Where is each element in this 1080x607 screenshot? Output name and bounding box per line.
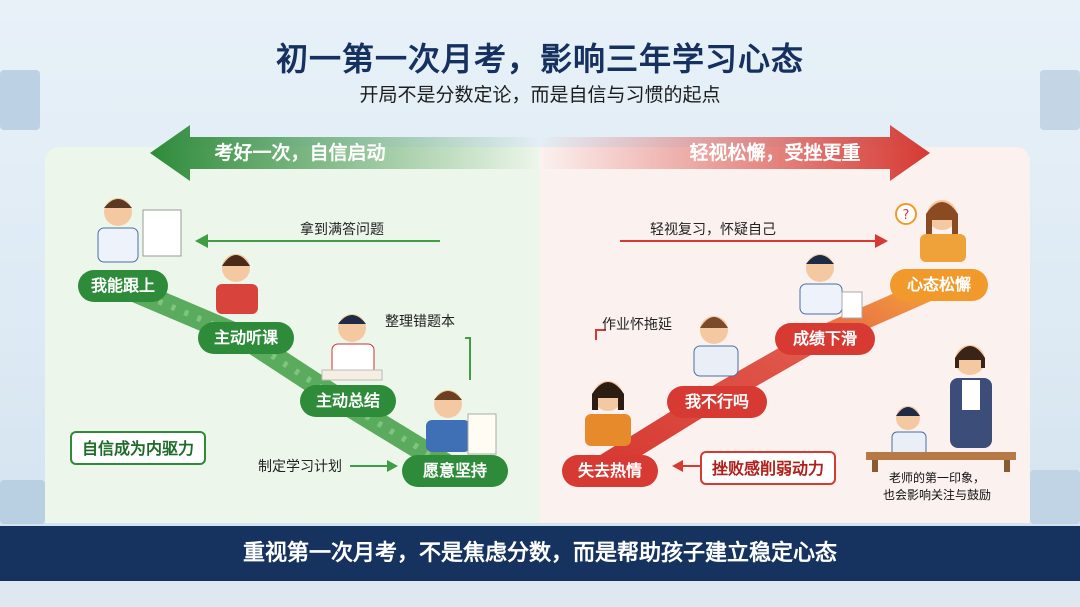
student-figure-8: ?	[895, 200, 966, 262]
background-book-bottom-left	[0, 480, 45, 524]
right-arrow-note: 轻视复习，怀疑自己	[650, 222, 776, 238]
left-note-plan: 制定学习计划	[258, 459, 342, 475]
left-step-summarize: 主动总结	[300, 385, 396, 417]
left-drive-box: 自信成为内驱力	[70, 431, 207, 465]
right-step-doubt: 我不行吗	[667, 386, 767, 418]
left-note-review: 整理错题本	[385, 314, 455, 330]
page-title: 初一第一次月考，影响三年学习心态	[275, 40, 804, 78]
page-subtitle: 开局不是分数定论，而是自信与习惯的起点	[359, 84, 721, 106]
right-defeat-box: 挫败感削弱动力	[700, 451, 837, 485]
footer-strip	[0, 581, 1080, 607]
right-note-homework: 作业怀拖延	[602, 317, 672, 333]
left-arrow-note: 拿到满答问题	[300, 222, 384, 238]
student-figure-4	[426, 390, 497, 455]
student-figure-2	[216, 254, 258, 314]
left-step-confident: 我能跟上	[78, 270, 168, 302]
footer-banner: 重视第一次月考，不是焦虑分数，而是帮助孩子建立稳定心态	[0, 526, 1080, 581]
right-banner-arrow	[540, 125, 930, 181]
left-step-listen: 主动听课	[198, 322, 294, 354]
student-figure-6	[693, 316, 739, 377]
left-path	[109, 274, 466, 481]
right-step-lose-passion: 失去热情	[562, 455, 658, 487]
right-step-slack: 心态松懈	[890, 269, 988, 301]
student-figure-7	[799, 254, 863, 319]
teacher-caption: 老师的第一印象， 也会影响关注与鼓励	[882, 471, 991, 502]
teacher-figure	[950, 345, 992, 448]
background-book-right	[1040, 70, 1080, 130]
student-figure-5	[585, 381, 631, 446]
student-figure-3	[321, 314, 383, 381]
background-book-left	[0, 70, 40, 130]
left-step-persist: 愿意坚持	[402, 455, 508, 487]
desk-student-figure	[866, 406, 1016, 472]
right-banner: 轻视松懈，受挫更重	[689, 142, 861, 164]
left-banner-arrow	[150, 125, 540, 181]
svg-text:?: ?	[903, 208, 910, 223]
student-figure-1	[97, 198, 182, 263]
right-step-decline: 成绩下滑	[775, 323, 875, 355]
left-banner: 考好一次，自信启动	[214, 142, 386, 164]
right-path	[594, 274, 951, 476]
background-book-bottom-right	[1030, 470, 1080, 524]
